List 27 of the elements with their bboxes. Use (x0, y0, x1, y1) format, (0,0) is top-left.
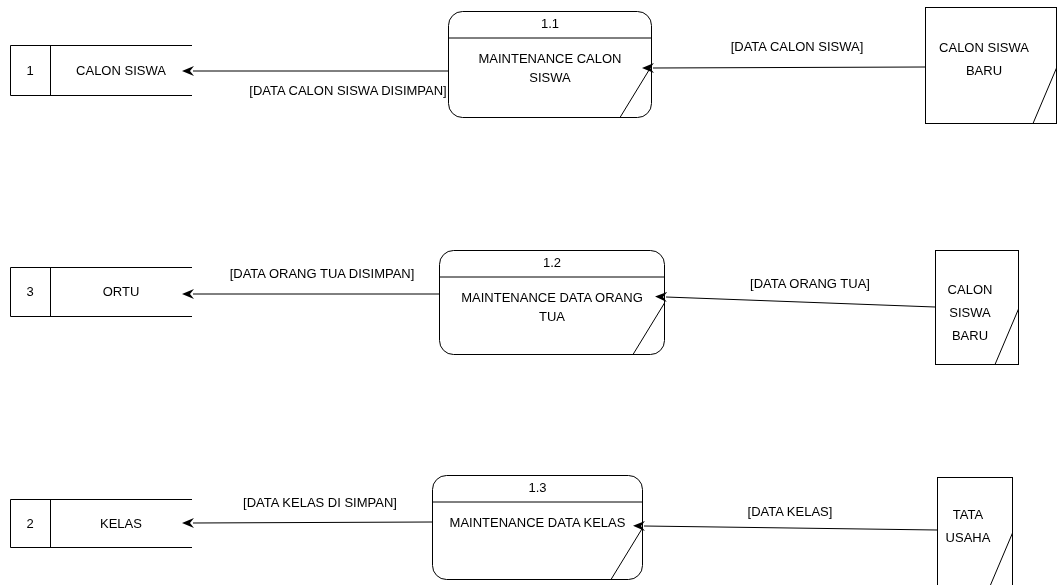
store-id: 3 (25, 283, 35, 301)
edge-label: [DATA KELAS DI SIMPAN] (242, 495, 398, 511)
process-name: MAINTENANCE DATA ORANG TUA (460, 289, 644, 326)
arrow (182, 289, 440, 299)
arrow (655, 292, 936, 308)
store-id: 2 (25, 514, 35, 533)
edge-label: [DATA CALON SISWA DISIMPAN] (248, 83, 448, 99)
entity-name: CALON SISWA BARU (946, 280, 994, 345)
arrow (182, 66, 449, 76)
arrow (182, 518, 433, 528)
entity-name: TATA USAHA (944, 506, 992, 547)
store-name: KELAS (99, 514, 143, 533)
process-name: MAINTENANCE DATA KELAS (448, 514, 627, 532)
store-name: ORTU (101, 283, 141, 301)
process-number: 1.3 (527, 480, 548, 496)
process-number: 1.1 (539, 16, 561, 32)
entity-name: CALON SISWA BARU (938, 38, 1030, 80)
process-name: MAINTENANCE CALON SISWA (477, 50, 623, 87)
edge-label: [DATA ORANG TUA] (749, 276, 871, 292)
edge-label: [DATA CALON SISWA] (729, 39, 865, 55)
store-id: 1 (25, 61, 35, 80)
arrow (633, 521, 938, 531)
arrow (642, 63, 926, 73)
process-number: 1.2 (541, 255, 563, 271)
store-name: CALON SISWA (75, 61, 167, 80)
edge-label: [DATA KELAS] (746, 504, 834, 520)
edge-label: [DATA ORANG TUA DISIMPAN] (228, 266, 416, 282)
